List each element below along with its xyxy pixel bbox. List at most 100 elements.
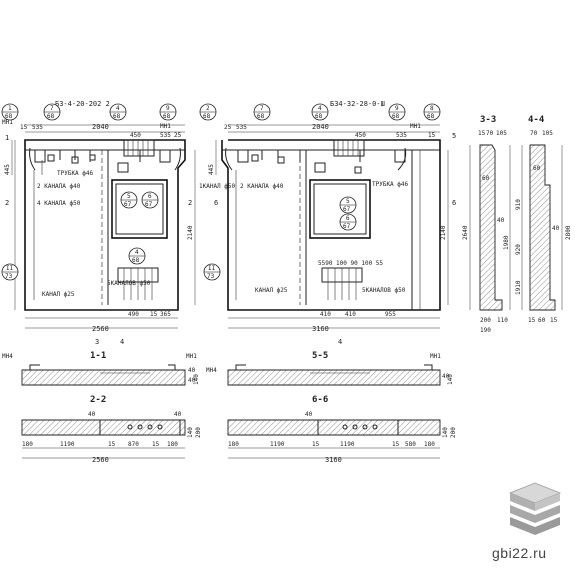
left-section-mark-0: 1 xyxy=(5,134,9,142)
svg-text:70: 70 xyxy=(486,130,494,137)
svg-text:60: 60 xyxy=(533,165,541,172)
left-channel-2: 4 КАНАЛА ф50 xyxy=(37,200,81,207)
callout-bubble: 667 xyxy=(339,213,357,231)
svg-text:68: 68 xyxy=(47,113,55,120)
callout-bubble: 667 xyxy=(141,191,159,209)
callout-bubble: 567 xyxy=(120,191,138,209)
svg-text:68: 68 xyxy=(5,113,13,120)
left-channel-4: 5КАНАЛОВ ф50 xyxy=(107,280,151,287)
panel-left xyxy=(11,124,196,329)
svg-text:9: 9 xyxy=(395,105,399,112)
callout-bubble: 868 xyxy=(423,103,441,121)
section-1-1-title: 1-1 xyxy=(90,351,106,361)
svg-text:200: 200 xyxy=(450,427,457,438)
right-section-mark-3: 6 xyxy=(452,199,456,207)
left-section-mark-7: 4 xyxy=(120,338,124,346)
svg-text:15: 15 xyxy=(312,441,320,448)
svg-text:6: 6 xyxy=(148,193,152,200)
callout-bubble: 168 xyxy=(1,103,19,121)
svg-text:МН1: МН1 xyxy=(186,353,197,360)
site-logo-icon xyxy=(508,482,562,535)
svg-text:6: 6 xyxy=(346,215,350,222)
svg-text:40: 40 xyxy=(497,217,505,224)
callout-bubble: 468 xyxy=(128,247,146,265)
svg-text:110: 110 xyxy=(497,317,508,324)
section-2-2-title: 2-2 xyxy=(90,395,106,405)
left-section-mark-5: 3 xyxy=(95,338,99,346)
right-channel-0: 1КАНАЛ ф50 xyxy=(199,183,236,190)
left-top-dim: 2040 xyxy=(92,123,109,131)
callout-bubble: 768 xyxy=(43,103,61,121)
svg-text:105: 105 xyxy=(542,130,553,137)
right-bottom-dim-2: 955 xyxy=(385,311,396,318)
section-2-2: 2-2 180 1190 15 870 15 180 2560 200 140 … xyxy=(21,395,202,464)
left-bottom-dim-0: 490 xyxy=(128,311,139,318)
svg-text:68: 68 xyxy=(257,113,265,120)
svg-text:67: 67 xyxy=(145,201,153,208)
svg-text:2800: 2800 xyxy=(565,225,572,240)
callout-bubble: 268 xyxy=(199,103,217,121)
left-dim-tl-1: 535 xyxy=(32,124,43,131)
svg-text:2640: 2640 xyxy=(462,225,469,240)
left-mark-1: МН1 xyxy=(2,119,13,126)
top-channel-cluster xyxy=(333,139,365,157)
callout-bubble: 768 xyxy=(253,103,271,121)
left-dim-tr-0: 535 xyxy=(160,132,171,139)
svg-text:1: 1 xyxy=(8,105,12,112)
svg-text:60: 60 xyxy=(482,175,490,182)
svg-text:67: 67 xyxy=(343,223,351,230)
section-6-6-title: 6-6 xyxy=(312,395,328,405)
right-series-code: БЗ4-32-28-0-Ш xyxy=(330,100,385,108)
svg-text:920: 920 xyxy=(515,244,522,255)
svg-text:1190: 1190 xyxy=(60,441,75,448)
svg-text:15: 15 xyxy=(528,317,536,324)
callout-bubble: 567 xyxy=(339,196,357,214)
svg-text:2: 2 xyxy=(206,105,210,112)
svg-text:68: 68 xyxy=(113,113,121,120)
svg-text:68: 68 xyxy=(132,257,140,264)
left-series-code: БЗ-4-20-202 2 xyxy=(55,100,110,108)
left-section-mark-2: 2 xyxy=(5,199,9,207)
svg-text:15: 15 xyxy=(392,441,400,448)
svg-text:200: 200 xyxy=(195,427,202,438)
right-channel-4: 5КАНАЛОВ ф50 xyxy=(362,287,406,294)
svg-text:1910: 1910 xyxy=(515,280,522,295)
svg-text:68: 68 xyxy=(427,113,435,120)
svg-text:15: 15 xyxy=(478,130,486,137)
section-4-4: 4-4 70 105 60 910 920 1910 40 2800 15 60… xyxy=(515,115,572,324)
svg-text:II: II xyxy=(6,265,14,272)
svg-text:4: 4 xyxy=(318,105,322,112)
section-6-6: 6-6 180 1190 15 1190 15 580 180 3160 200… xyxy=(227,395,457,464)
svg-text:70: 70 xyxy=(530,130,538,137)
left-channel-0: 2 КАНАЛА ф40 xyxy=(37,183,81,190)
right-side-dim-0: 445 xyxy=(208,164,215,175)
svg-text:67: 67 xyxy=(124,201,132,208)
section-3-3: 3-3 15 70 105 60 2640 1980 40 200 190 11… xyxy=(462,115,511,334)
right-channel-1: 2 КАНАЛА ф40 xyxy=(240,183,284,190)
svg-text:МН4: МН4 xyxy=(206,367,217,374)
svg-text:40: 40 xyxy=(305,411,313,418)
svg-text:180: 180 xyxy=(228,441,239,448)
svg-text:3160: 3160 xyxy=(325,456,342,464)
svg-text:15: 15 xyxy=(152,441,160,448)
right-channel-2: ТРУБКА ф46 xyxy=(372,181,409,188)
right-dim-tr-1: 15 xyxy=(428,132,436,139)
top-channel-cluster xyxy=(123,139,155,157)
right-spacing-dims: 5590 100 90 100 55 xyxy=(318,260,383,267)
svg-text:180: 180 xyxy=(167,441,178,448)
right-bottom-dim-1: 410 xyxy=(345,311,356,318)
svg-text:180: 180 xyxy=(424,441,435,448)
left-side-dim-1: 2140 xyxy=(187,225,194,240)
svg-text:140: 140 xyxy=(442,427,449,438)
bottom-channel-cluster xyxy=(321,267,363,300)
right-bottom-dim-0: 410 xyxy=(320,311,331,318)
svg-text:4: 4 xyxy=(116,105,120,112)
svg-text:870: 870 xyxy=(128,441,139,448)
svg-text:5: 5 xyxy=(346,198,350,205)
left-channel-3: КАНАЛ ф25 xyxy=(42,291,75,298)
svg-text:40: 40 xyxy=(188,377,196,384)
svg-text:4: 4 xyxy=(135,249,139,256)
svg-text:40: 40 xyxy=(174,411,182,418)
